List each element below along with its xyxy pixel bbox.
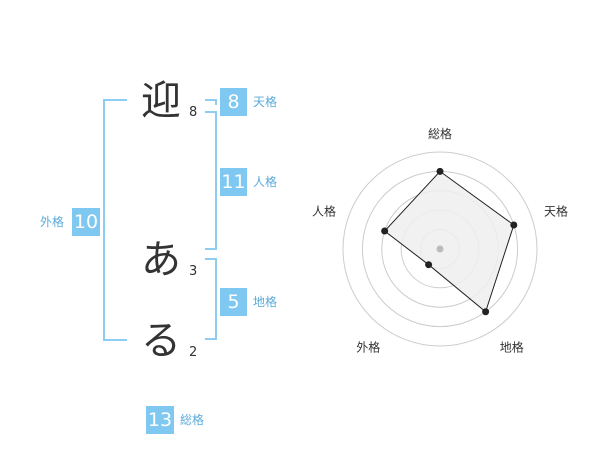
soukaku-label: 総格 [180,413,205,427]
name-character-2: あ [141,237,181,283]
name-character-1: 迎 [141,78,181,124]
radar-axis-label: 人格 [312,203,336,218]
tenkaku-label: 天格 [253,95,278,109]
gaikaku-value: 10 [72,208,100,236]
stroke-count-1: 8 [189,105,198,120]
jinkaku-bracket [205,111,217,250]
jinkaku-value: 11 [220,168,247,196]
stroke-count-3: 2 [189,345,198,360]
radar-point [381,227,389,235]
radar-point [482,308,490,316]
stroke-count-2: 3 [189,264,198,279]
soukaku-value: 13 [146,406,174,434]
gaikaku-bracket [103,99,127,341]
tenkaku-value: 8 [220,88,247,116]
radar-axis-label: 総格 [428,126,452,141]
gaikaku-label: 外格 [40,215,65,229]
radar-point [425,261,433,269]
jinkaku-label: 人格 [253,175,278,189]
chikaku-bracket [205,258,217,340]
tenkaku-bracket [205,99,217,105]
radar-axis-label: 外格 [356,340,380,355]
chikaku-label: 地格 [253,295,278,309]
radar-center-dot [436,245,444,253]
radar-point [510,221,518,229]
radar-point [436,167,444,175]
name-character-3: る [141,318,181,364]
radar-grid-ring [342,151,538,347]
radar-area [383,170,515,313]
chikaku-value: 5 [220,288,247,316]
radar-axis-label: 地格 [500,340,524,355]
radar-axis-label: 天格 [544,203,568,218]
